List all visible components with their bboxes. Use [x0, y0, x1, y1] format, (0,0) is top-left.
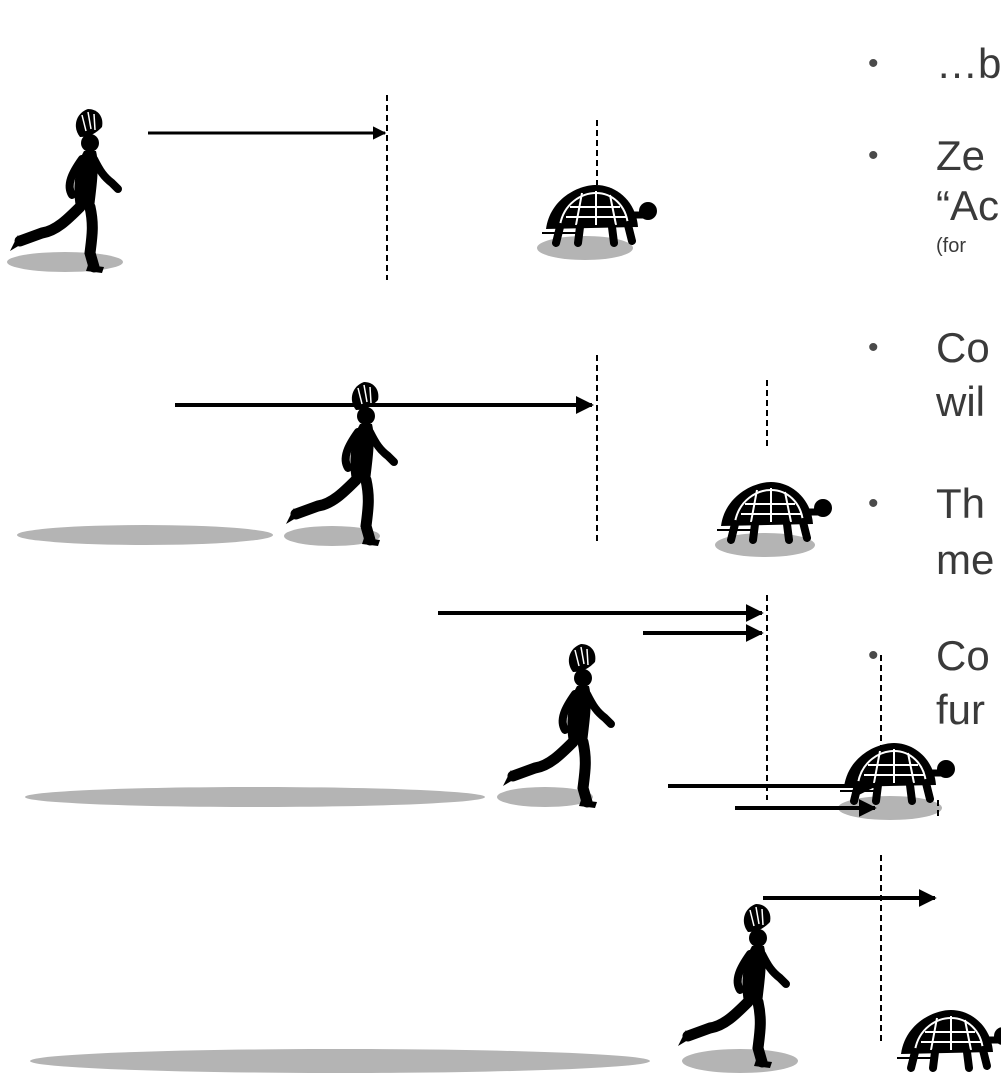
tortoise-icon: [542, 185, 657, 243]
bullet-note: (for: [936, 235, 966, 257]
tortoise-icon: [897, 1010, 1001, 1068]
bullet-text: me: [936, 536, 995, 583]
bullet-text: Co: [936, 632, 990, 679]
bullet-dot: •: [868, 639, 879, 672]
bullet-text: wil: [936, 378, 985, 425]
bullet-dot: •: [868, 47, 879, 80]
ground-shadow: [682, 1049, 798, 1073]
bullet-dot: •: [868, 487, 879, 520]
ground-shadow: [17, 525, 273, 545]
ground-shadow: [284, 526, 380, 546]
bullet-dot: •: [868, 331, 879, 364]
ground-shadow: [30, 1049, 650, 1073]
bullet-text: “Ac: [936, 182, 999, 229]
ground-shadow: [25, 787, 485, 807]
tortoise-icon: [840, 743, 955, 801]
bullet-text: Ze: [936, 132, 986, 179]
ground-shadow: [537, 236, 633, 260]
bullet-text: Co: [936, 324, 990, 371]
runner-icon: [10, 109, 118, 273]
ground-shadow: [497, 787, 593, 807]
runner-icon: [503, 644, 611, 808]
bullet-list: • …b • Ze “Ac (for • Co wil • Th me • Co…: [868, 40, 1001, 740]
bullet-text: fur: [936, 686, 986, 733]
ground-shadow: [7, 252, 123, 272]
bullet-dot: •: [868, 139, 879, 172]
bullet-text: Th: [936, 480, 986, 527]
tortoise-icon: [717, 482, 832, 540]
runner-icon: [678, 904, 786, 1068]
bullet-text: …b: [936, 40, 1001, 87]
